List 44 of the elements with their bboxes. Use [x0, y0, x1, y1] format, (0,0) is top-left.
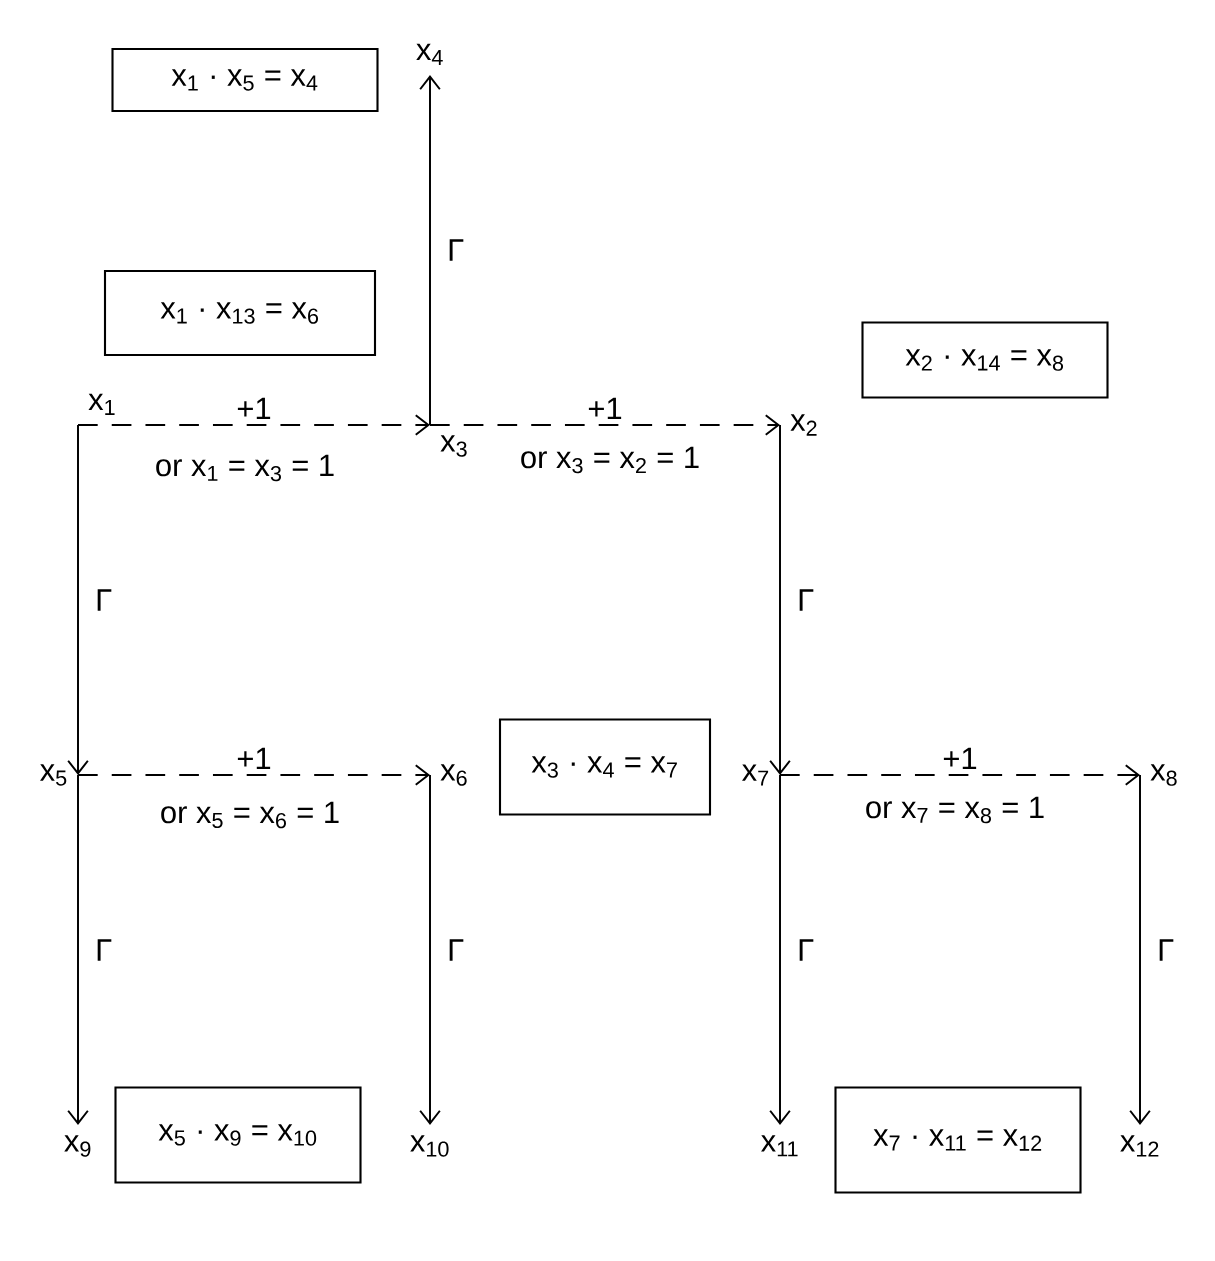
variable-label: x$_{12}$	[1120, 1135, 1159, 1157]
edge-label: +1	[233, 395, 275, 422]
equation-box: x$_{5}$ · x$_{9}$ = x$_{10}$	[114, 1086, 362, 1184]
condition-text: or x$_{3}$ = x$_{2}$ = 1	[521, 446, 699, 474]
variable-label: x$_{1}$	[88, 393, 115, 415]
variable-label: x$_{5}$	[40, 764, 67, 786]
arrow	[1129, 774, 1151, 1125]
condition-text: or x$_{5}$ = x$_{6}$ = 1	[161, 801, 339, 829]
variable-label: x$_{9}$	[64, 1135, 91, 1157]
edge-label: Γ	[794, 586, 817, 614]
equation-box: x$_{1}$ · x$_{13}$ = x$_{6}$	[103, 269, 377, 357]
variable-label: x$_{2}$	[790, 414, 817, 436]
equation-box: x$_{2}$ · x$_{14}$ = x$_{8}$	[861, 321, 1109, 399]
edge-label: Γ	[444, 936, 467, 964]
arrow	[67, 774, 89, 1125]
condition-text: or x$_{1}$ = x$_{3}$ = 1	[156, 454, 334, 482]
arrow	[419, 75, 441, 426]
arrow	[419, 774, 441, 1125]
edge-label: Γ	[92, 586, 115, 614]
arrow	[769, 774, 791, 1125]
edge-label: +1	[233, 745, 275, 772]
arrow	[429, 414, 780, 436]
equation-box: x$_{7}$ · x$_{11}$ = x$_{12}$	[834, 1086, 1082, 1194]
equation-box: x$_{1}$ · x$_{5}$ = x$_{4}$	[111, 47, 379, 113]
variable-label: x$_{4}$	[416, 43, 443, 65]
arrow	[779, 764, 1140, 786]
arrow	[769, 424, 791, 775]
arrow	[67, 424, 89, 775]
edge-label: +1	[939, 745, 981, 772]
edge-label: Γ	[444, 236, 467, 264]
edge-label: Γ	[794, 936, 817, 964]
edge-label: Γ	[1154, 936, 1177, 964]
variable-label: x$_{7}$	[742, 764, 769, 786]
variable-label: x$_{3}$	[440, 435, 467, 457]
variable-label: x$_{6}$	[440, 764, 467, 786]
arrow	[77, 764, 430, 786]
variable-label: x$_{10}$	[410, 1135, 449, 1157]
edge-label: Γ	[92, 936, 115, 964]
variable-label: x$_{11}$	[761, 1135, 798, 1157]
edge-label: +1	[584, 395, 626, 422]
variable-label: x$_{8}$	[1150, 764, 1177, 786]
arrow	[77, 414, 430, 436]
equation-box: x$_{3}$ · x$_{4}$ = x$_{7}$	[498, 718, 712, 816]
condition-text: or x$_{7}$ = x$_{8}$ = 1	[866, 796, 1044, 824]
